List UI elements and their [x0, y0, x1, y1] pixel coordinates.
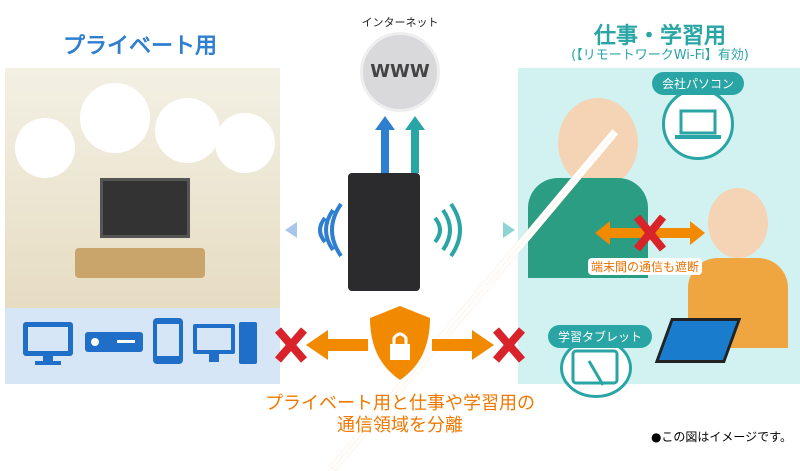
tablet-icon: [571, 349, 619, 386]
tablet-label: 学習タブレット: [548, 325, 653, 348]
right-arrow-icon: [432, 330, 494, 360]
wifi-waves-left-icon: [285, 202, 343, 258]
separation-graphic: [274, 306, 526, 380]
left-arrow-icon: [306, 330, 368, 360]
family-illustration: [5, 68, 280, 308]
pc-bubble: [662, 88, 734, 160]
set-top-box-icon: [85, 332, 143, 352]
device-block-label: 端末間の通信も遮断: [588, 258, 703, 275]
smartphone-icon: [153, 318, 183, 364]
www-label: WWW: [370, 61, 430, 82]
remote-work-wifi-subtitle: (【リモートワークWi-Fi】有効): [571, 48, 749, 63]
private-devices: [23, 318, 257, 365]
globe-icon: WWW: [360, 32, 440, 112]
desktop-pc-icon: [193, 322, 257, 364]
up-down-arrows: [375, 116, 425, 173]
right-block-x-icon: [492, 327, 526, 363]
wifi-waves-right-icon: [433, 202, 515, 258]
internet-label: インターネット: [361, 16, 439, 29]
left-block-x-icon: [274, 327, 308, 363]
block-x-icon: [633, 215, 667, 252]
monitor-icon: [23, 322, 73, 365]
image-note: ●この図はイメージです。: [650, 430, 792, 444]
separation-caption: プライベート用と仕事や学習用の 通信領域を分離: [200, 393, 600, 437]
laptop-icon: [675, 109, 721, 139]
work-study-title: 仕事・学習用: [593, 24, 726, 49]
caption-line-1: プライベート用と仕事や学習用の: [265, 393, 535, 414]
private-title: プライベート用: [62, 34, 217, 59]
tablet-bubble: [560, 338, 632, 398]
security-shield-icon: [370, 306, 430, 380]
pc-label: 会社パソコン: [652, 72, 745, 95]
device-block-arrows: [595, 215, 705, 252]
caption-line-2: 通信領域を分離: [337, 415, 463, 436]
lock-icon: [390, 344, 410, 360]
wifi-router: [348, 173, 420, 291]
